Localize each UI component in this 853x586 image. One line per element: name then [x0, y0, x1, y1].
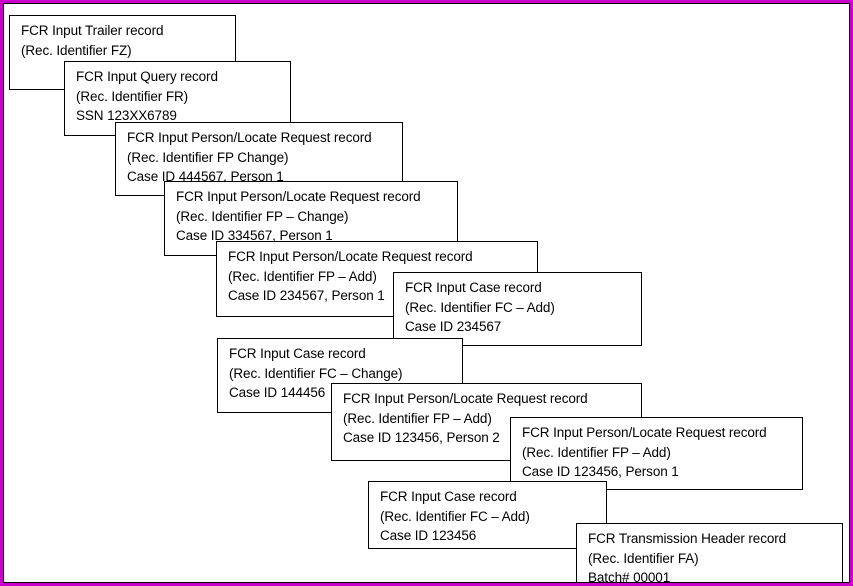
record-identifier: (Rec. Identifier FC – Change) — [229, 365, 403, 381]
record-detail: Batch# 00001 — [588, 570, 671, 585]
record-detail: Case ID 334567, Person 1 — [176, 228, 333, 243]
record-title: FCR Input Person/Locate Request record — [176, 189, 421, 204]
record-detail: Case ID 234567, Person 1 — [228, 288, 385, 303]
record-detail: Case ID 234567 — [405, 319, 502, 334]
record-title: FCR Input Person/Locate Request record — [228, 249, 473, 264]
record-box-case-123456: FCR Input Case record (Rec. Identifier F… — [368, 481, 607, 549]
record-identifier: (Rec. Identifier FC – Add) — [380, 508, 530, 524]
record-box-case-234567: FCR Input Case record (Rec. Identifier F… — [393, 272, 642, 346]
record-identifier: (Rec. Identifier FA) — [588, 550, 699, 566]
record-identifier: (Rec. Identifier FP Change) — [127, 149, 289, 165]
record-title: FCR Transmission Header record — [588, 531, 787, 546]
record-detail: SSN 123XX6789 — [76, 108, 177, 123]
record-identifier: (Rec. Identifier FP – Add) — [343, 410, 492, 426]
record-detail: Case ID 123456, Person 1 — [522, 464, 679, 479]
record-detail: Case ID 123456 — [380, 528, 477, 543]
record-title: FCR Input Case record — [229, 346, 366, 361]
record-box-person-locate-234567: FCR Input Person/Locate Request record (… — [216, 241, 538, 317]
record-detail: Case ID 144456 — [229, 385, 326, 400]
record-identifier: (Rec. Identifier FP – Add) — [522, 444, 671, 460]
record-title: FCR Input Person/Locate Request record — [522, 425, 767, 440]
record-box-input-query: FCR Input Query record (Rec. Identifier … — [64, 61, 291, 136]
record-title: FCR Input Person/Locate Request record — [343, 391, 588, 406]
record-box-transmission-header: FCR Transmission Header record (Rec. Ide… — [576, 523, 843, 586]
record-title: FCR Input Person/Locate Request record — [127, 130, 372, 145]
record-title: FCR Input Query record — [76, 69, 218, 84]
record-detail: Case ID 444567, Person 1 — [127, 169, 284, 184]
record-identifier: (Rec. Identifier FC – Add) — [405, 299, 555, 315]
record-box-person-locate-123456-person1: FCR Input Person/Locate Request record (… — [510, 417, 803, 490]
record-identifier: (Rec. Identifier FR) — [76, 88, 189, 104]
record-title: FCR Input Trailer record — [21, 23, 164, 38]
record-identifier: (Rec. Identifier FP – Change) — [176, 208, 349, 224]
record-title: FCR Input Case record — [380, 489, 517, 504]
record-title: FCR Input Case record — [405, 280, 542, 295]
record-detail: Case ID 123456, Person 2 — [343, 430, 500, 445]
record-identifier: (Rec. Identifier FZ) — [21, 42, 132, 58]
record-identifier: (Rec. Identifier FP – Add) — [228, 268, 377, 284]
